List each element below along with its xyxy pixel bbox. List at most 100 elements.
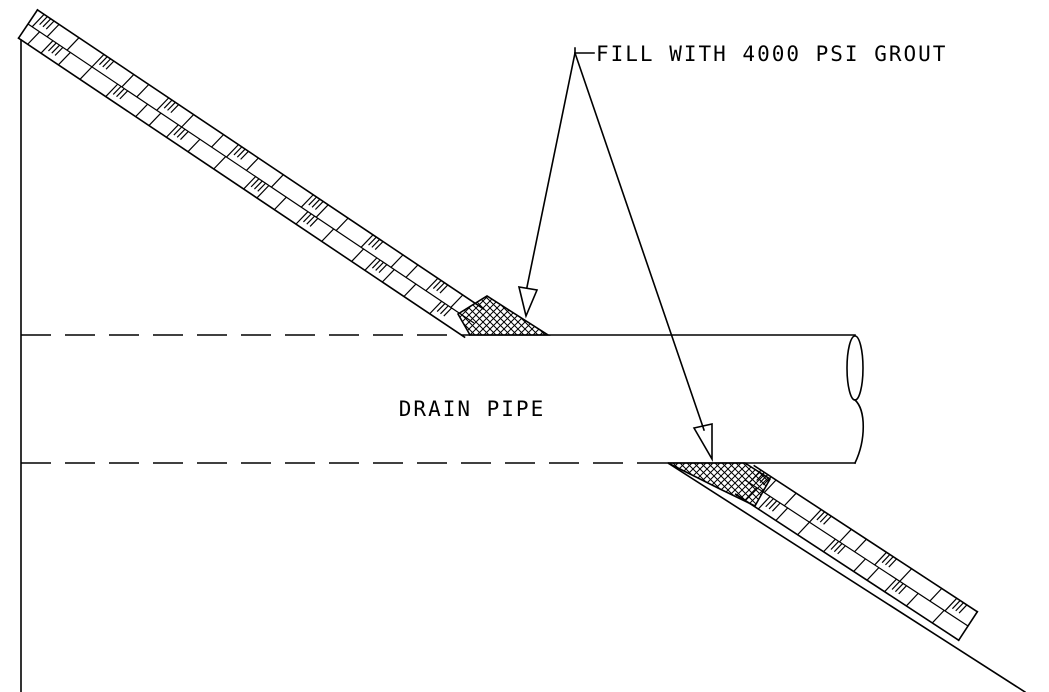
- upper-riprap-stone-hatch: [163, 99, 173, 109]
- upper-riprap-stone-joint: [246, 157, 259, 171]
- lower-riprap-stone-hatch: [894, 583, 904, 593]
- lower-riprap-stone-hatch: [833, 543, 843, 553]
- upper-grout-fill: [456, 295, 551, 336]
- upper-riprap-slope: [17, 8, 485, 339]
- upper-riprap-stone-joint: [429, 300, 443, 315]
- lower-riprap-stone-hatch: [898, 585, 907, 595]
- upper-riprap-stone-hatch: [432, 280, 442, 289]
- upper-riprap-stone-joint: [450, 294, 464, 308]
- upper-riprap-stone-joint: [226, 144, 239, 158]
- upper-riprap-course-line: [36, 8, 485, 310]
- lower-riprap-stone-joint: [757, 496, 771, 510]
- upper-riprap-stone-joint: [46, 23, 60, 38]
- upper-grout-arrowhead: [517, 286, 539, 319]
- upper-riprap-stone-hatch: [436, 303, 446, 313]
- lower-riprap-stone-joint: [884, 578, 897, 593]
- upper-riprap-stone-joint: [381, 269, 395, 283]
- upper-riprap-stone-joint: [148, 112, 162, 126]
- upper-riprap-course-line: [27, 23, 475, 324]
- upper-riprap-stone-hatch: [173, 126, 183, 136]
- lower-riprap-stone-joint: [775, 507, 789, 521]
- lower-riprap-stone-joint: [854, 538, 867, 553]
- upper-riprap-stone-hatch: [374, 241, 384, 251]
- lower-riprap-stone-hatch: [771, 502, 781, 512]
- grout-callout-text: FILL WITH 4000 PSI GROUT: [596, 42, 947, 66]
- upper-riprap-stone-joint: [321, 228, 335, 242]
- grout-callout-leaders: [517, 47, 713, 462]
- lower-riprap-stone-joint: [905, 592, 919, 607]
- upper-riprap-stone-hatch: [439, 284, 449, 294]
- upper-riprap-stone-joint: [256, 185, 270, 199]
- upper-riprap-stone-joint: [425, 277, 439, 292]
- upper-riprap-stone-joint: [57, 51, 71, 66]
- upper-riprap-stone-joint: [295, 211, 309, 225]
- upper-riprap-stone-joint: [181, 114, 195, 128]
- upper-riprap-stone-joint: [31, 13, 45, 28]
- upper-riprap-stone-joint: [300, 194, 314, 208]
- lower-riprap-stone-joint: [839, 528, 852, 543]
- lower-riprap-stone-hatch: [951, 600, 961, 610]
- lower-riprap-slope: [734, 464, 979, 642]
- lower-riprap-stone-hatch: [955, 602, 964, 612]
- upper-riprap-stone-hatch: [253, 180, 263, 190]
- callout-shoulder-line: [574, 47, 595, 54]
- lower-riprap-stone-joint: [853, 558, 866, 572]
- lower-grout-fill: [667, 462, 772, 508]
- lower-riprap-stone-hatch: [823, 515, 832, 525]
- upper-riprap-stone-joint: [364, 257, 378, 271]
- upper-riprap-stone-hatch: [314, 201, 324, 210]
- pipe-label: DRAIN PIPE: [399, 397, 545, 421]
- upper-riprap-stone-hatch: [176, 128, 186, 138]
- lower-riprap-stone-joint: [899, 568, 913, 582]
- upper-riprap-stone-hatch: [42, 18, 52, 28]
- upper-riprap-stone-hatch: [440, 305, 449, 315]
- pipe-end-ellipse: [846, 335, 864, 401]
- upper-riprap-stone-hatch: [371, 259, 381, 269]
- upper-riprap-stone-joint: [156, 97, 170, 111]
- upper-riprap-stone-hatch: [368, 236, 377, 246]
- upper-riprap-stone-hatch: [240, 150, 249, 160]
- upper-riprap-stone-joint: [405, 264, 419, 278]
- upper-riprap-stone-joint: [135, 103, 149, 118]
- upper-riprap-stone-hatch: [306, 215, 315, 225]
- upper-riprap-stone-joint: [270, 174, 284, 188]
- lower-riprap-stone-hatch: [885, 556, 894, 566]
- lower-riprap-stone-hatch: [765, 498, 774, 508]
- lower-riprap-course-line: [753, 464, 979, 613]
- upper-riprap-stone-hatch: [112, 85, 122, 95]
- upper-riprap-end-cap: [17, 8, 39, 40]
- lower-riprap-stone-hatch: [768, 500, 778, 510]
- upper-riprap-stone-joint: [105, 83, 119, 98]
- upper-riprap-stone-joint: [315, 204, 329, 218]
- upper-riprap-stone-hatch: [180, 131, 189, 140]
- lower-riprap-stone-joint: [823, 538, 836, 553]
- upper-riprap-stone-hatch: [51, 44, 60, 54]
- upper-riprap-stone-hatch: [98, 56, 108, 66]
- upper-riprap-stone-joint: [351, 248, 365, 262]
- lower-slope-ground-line: [666, 461, 1027, 692]
- upper-riprap-stone-joint: [360, 234, 374, 248]
- lower-riprap-stone-hatch: [881, 554, 891, 564]
- lower-riprap-end-cap: [957, 610, 979, 642]
- upper-riprap-stone-hatch: [250, 178, 260, 188]
- upper-riprap-stone-hatch: [119, 90, 129, 100]
- upper-riprap-stone-hatch: [375, 261, 384, 271]
- lower-riprap-course-line: [734, 493, 960, 642]
- lower-riprap-course-line: [744, 479, 969, 627]
- upper-riprap-stone-hatch: [443, 307, 453, 317]
- lower-riprap-stone-joint: [944, 597, 958, 612]
- upper-riprap-stone-hatch: [45, 20, 55, 30]
- upper-riprap-stone-hatch: [167, 101, 176, 111]
- upper-riprap-course-line: [17, 37, 466, 339]
- upper-riprap-stone-joint: [136, 84, 150, 98]
- upper-riprap-stone-joint: [27, 31, 41, 45]
- upper-riprap-stone-hatch: [105, 60, 115, 70]
- upper-riprap-stone-joint: [211, 134, 224, 148]
- upper-riprap-stone-joint: [40, 40, 54, 54]
- lower-riprap-stone-joint: [808, 509, 822, 523]
- upper-riprap-stone-joint: [91, 54, 105, 68]
- lower-riprap-stone-joint: [797, 521, 810, 536]
- upper-riprap-stone-hatch: [308, 196, 317, 206]
- upper-riprap-stone-joint: [403, 283, 417, 297]
